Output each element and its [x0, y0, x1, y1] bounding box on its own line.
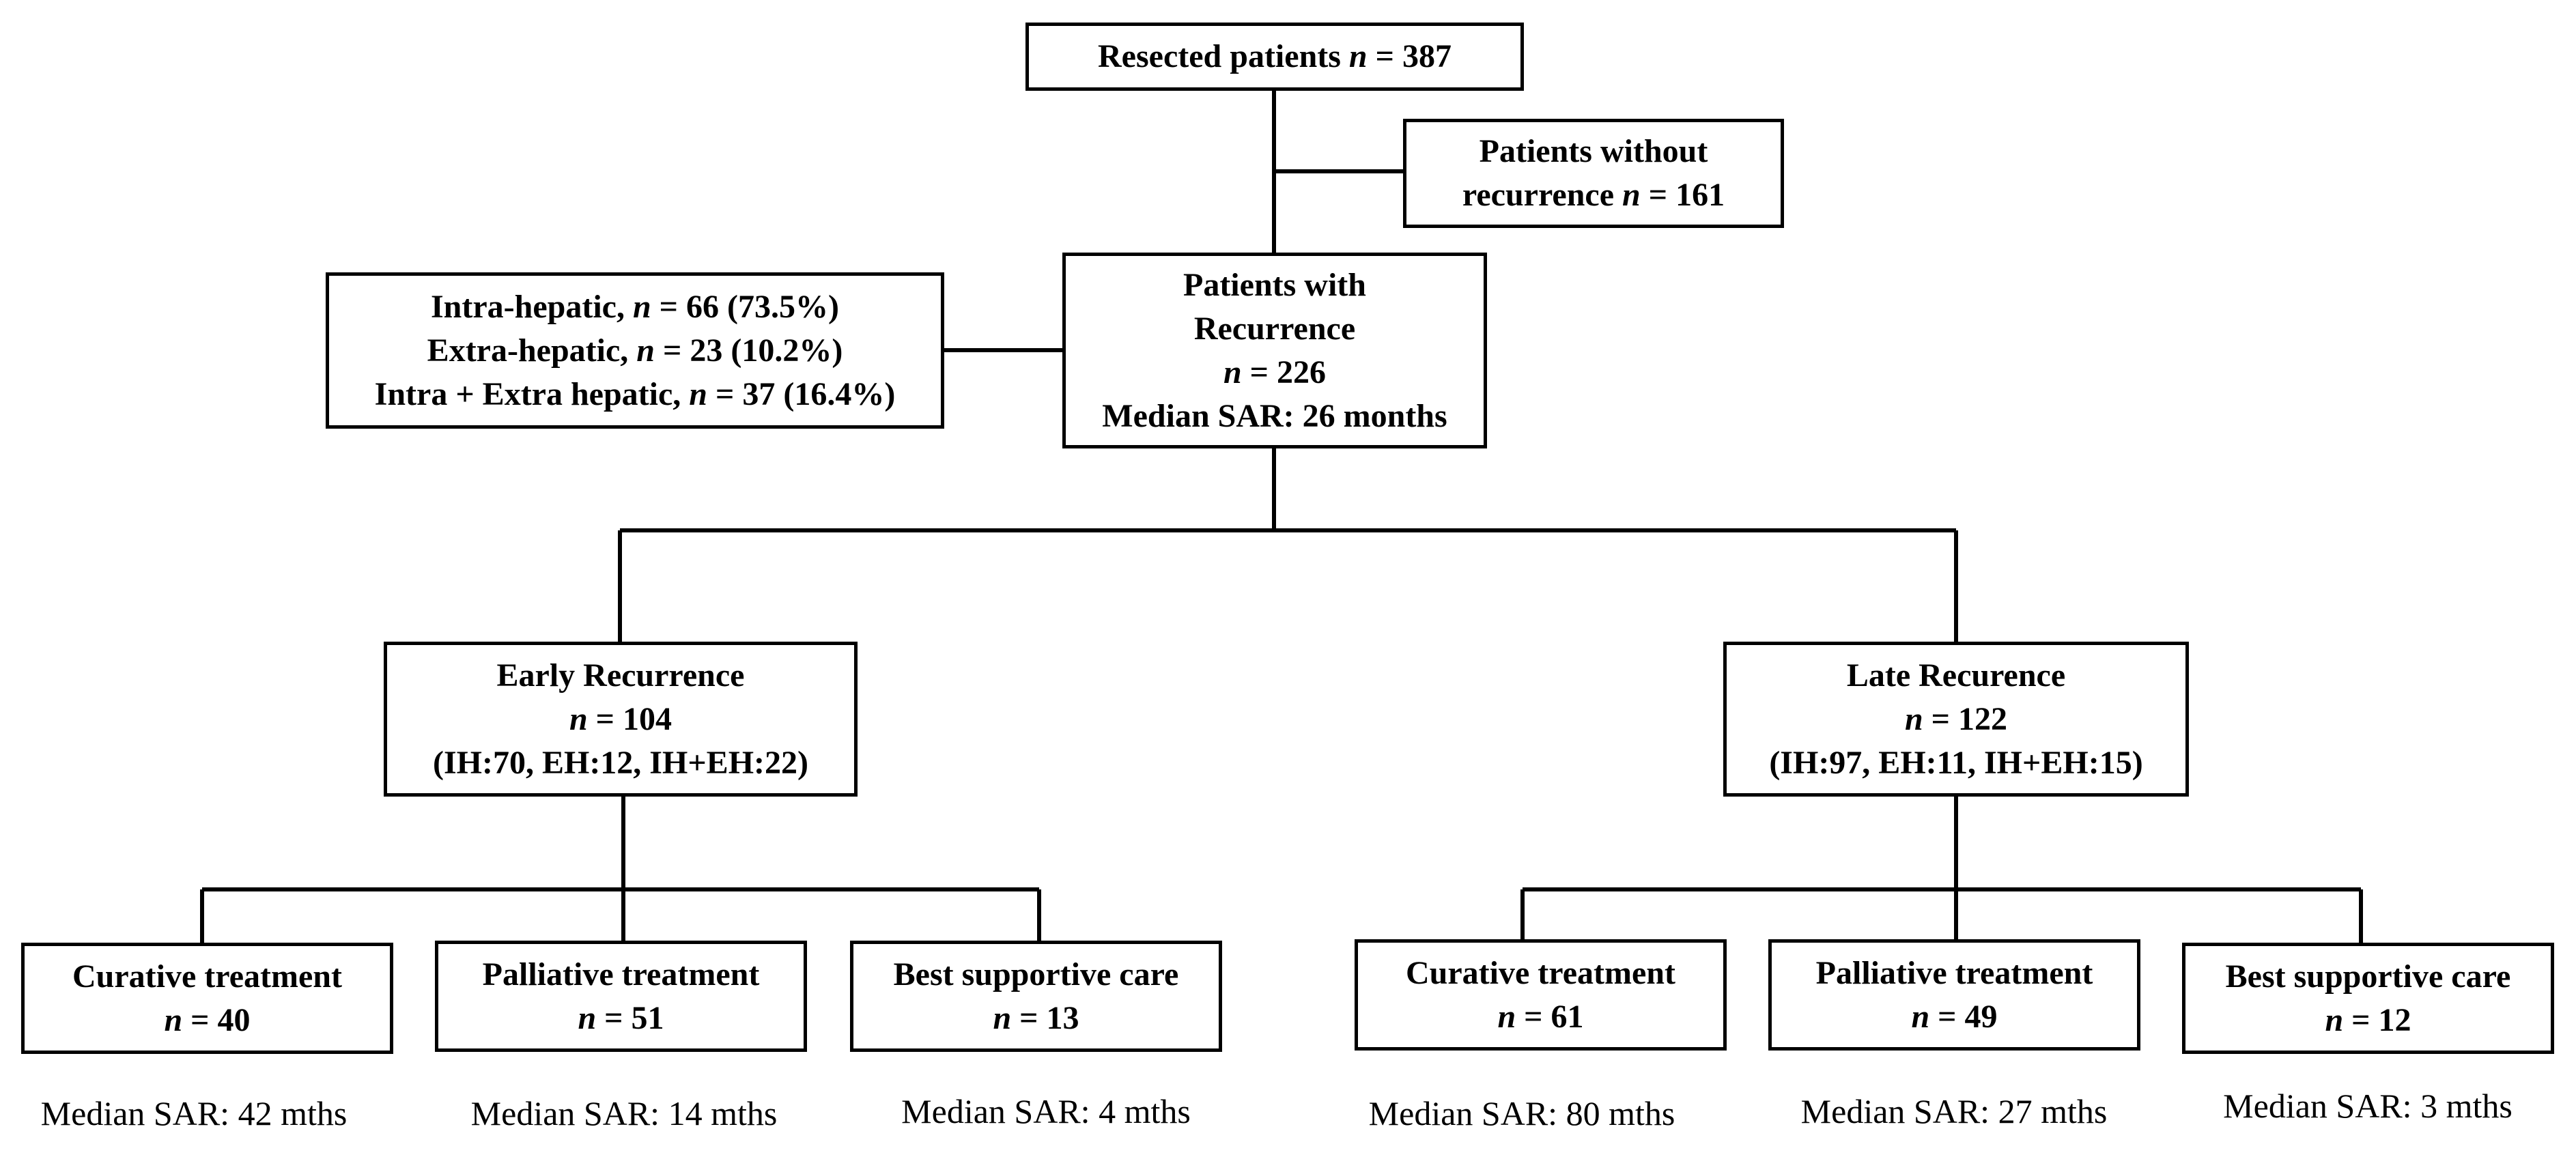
- n-symbol: n: [1223, 354, 1242, 390]
- early-recurrence-box: Early Recurrence n = 104 (IH:70, EH:12, …: [384, 642, 858, 797]
- late-curative-median-sar: Median SAR: 80 mths: [1368, 1094, 1675, 1132]
- n-symbol: n: [632, 288, 651, 325]
- late-recurrence-title: Late Recurence: [1846, 657, 2066, 694]
- extra-hepatic-label: Extra-hepatic,: [427, 332, 637, 369]
- n-symbol: n: [1911, 998, 1930, 1035]
- n-symbol: n: [689, 375, 707, 412]
- outcome-title: Palliative treatment: [482, 956, 760, 992]
- patients-without-recurrence-box: Patients without recurrence n = 161: [1403, 119, 1784, 228]
- intra-extra-hepatic-label: Intra + Extra hepatic,: [374, 375, 690, 412]
- late-supportive-median-sar: Median SAR: 3 mths: [2223, 1087, 2513, 1125]
- early-best-supportive-care-box: Best supportive care n = 13: [850, 941, 1222, 1052]
- early-curative-treatment-box: Curative treatment n = 40: [21, 943, 393, 1054]
- with-recurrence-median-sar: Median SAR: 26 months: [1102, 397, 1447, 434]
- intra-extra-hepatic-count: = 37 (16.4%): [707, 375, 896, 412]
- intra-hepatic-label: Intra-hepatic,: [431, 288, 633, 325]
- late-palliative-median-sar: Median SAR: 27 mths: [1800, 1092, 2108, 1130]
- outcome-title: Palliative treatment: [1815, 954, 2093, 991]
- early-palliative-treatment-box: Palliative treatment n = 51: [435, 941, 807, 1052]
- n-symbol: n: [569, 700, 588, 737]
- late-recurrence-detail: (IH:97, EH:11, IH+EH:15): [1769, 744, 2143, 781]
- outcome-count: = 12: [2343, 1001, 2411, 1038]
- outcome-count: = 61: [1516, 998, 1584, 1035]
- late-recurrence-box: Late Recurence n = 122 (IH:97, EH:11, IH…: [1723, 642, 2189, 797]
- resected-patients-box: Resected patients n = 387: [1025, 23, 1524, 91]
- n-symbol: n: [1497, 998, 1516, 1035]
- early-curative-median-sar: Median SAR: 42 mths: [40, 1094, 348, 1132]
- patients-with-recurrence-box: Patients with Recurrence n = 226 Median …: [1062, 253, 1487, 448]
- n-symbol: n: [2325, 1001, 2344, 1038]
- n-symbol: n: [1904, 700, 1923, 737]
- outcome-count: = 13: [1011, 999, 1079, 1036]
- n-symbol: n: [1622, 177, 1641, 213]
- outcome-count: = 51: [596, 999, 664, 1036]
- early-recurrence-detail: (IH:70, EH:12, IH+EH:22): [432, 744, 808, 781]
- without-recurrence-label: recurrence: [1462, 177, 1623, 213]
- resected-count: = 387: [1367, 38, 1452, 74]
- with-recurrence-count: = 226: [1241, 354, 1327, 390]
- n-symbol: n: [578, 999, 597, 1036]
- n-symbol: n: [164, 1001, 183, 1038]
- outcome-title: Curative treatment: [1406, 954, 1675, 991]
- outcome-title: Best supportive care: [2225, 958, 2511, 995]
- without-recurrence-title: Patients without: [1479, 133, 1708, 169]
- outcome-count: = 40: [182, 1001, 251, 1038]
- late-palliative-treatment-box: Palliative treatment n = 49: [1768, 939, 2140, 1051]
- late-curative-treatment-box: Curative treatment n = 61: [1355, 939, 1727, 1051]
- outcome-count: = 49: [1929, 998, 1998, 1035]
- with-recurrence-subtitle: Recurrence: [1193, 310, 1356, 347]
- outcome-title: Curative treatment: [72, 958, 342, 995]
- early-recurrence-count: = 104: [587, 700, 673, 737]
- n-symbol: n: [636, 332, 655, 369]
- extra-hepatic-count: = 23 (10.2%): [654, 332, 843, 369]
- without-recurrence-count: = 161: [1640, 177, 1725, 213]
- late-recurrence-count: = 122: [1923, 700, 2008, 737]
- intra-hepatic-count: = 66 (73.5%): [651, 288, 839, 325]
- n-symbol: n: [1348, 38, 1368, 74]
- resected-label: Resected patients: [1098, 38, 1349, 74]
- n-symbol: n: [993, 999, 1012, 1036]
- early-supportive-median-sar: Median SAR: 4 mths: [901, 1092, 1191, 1130]
- outcome-title: Best supportive care: [893, 956, 1179, 992]
- early-recurrence-title: Early Recurrence: [496, 657, 745, 694]
- recurrence-sites-box: Intra-hepatic, n = 66 (73.5%) Extra-hepa…: [326, 272, 944, 429]
- late-best-supportive-care-box: Best supportive care n = 12: [2182, 943, 2554, 1054]
- with-recurrence-title: Patients with: [1183, 266, 1366, 303]
- early-palliative-median-sar: Median SAR: 14 mths: [470, 1094, 778, 1132]
